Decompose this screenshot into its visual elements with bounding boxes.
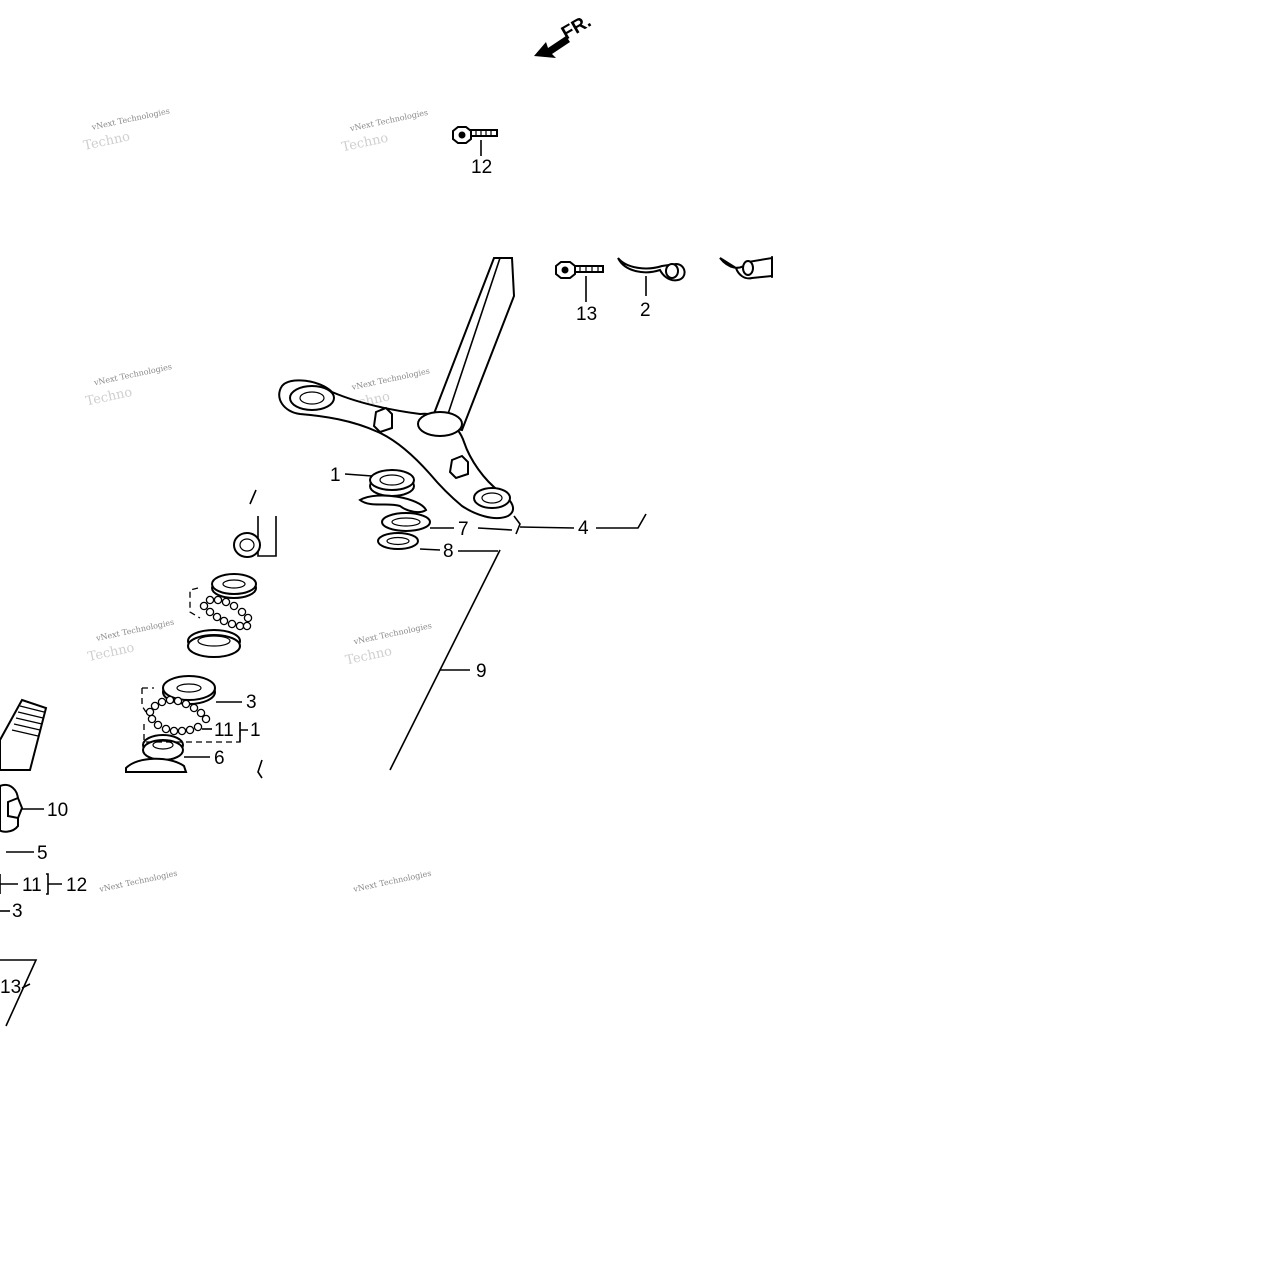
clamp-fragment-icon	[719, 256, 773, 280]
callout-6: 6	[214, 748, 225, 769]
callout-12: 12	[471, 157, 492, 178]
callout-7: 7	[458, 519, 469, 540]
bottom-bridge-icon	[278, 379, 515, 520]
watermark-text: vNext Technologies	[94, 618, 175, 644]
watermarks: vNext Technologies Techno vNext Technolo…	[82, 106, 433, 669]
steering-stem-icon	[428, 257, 516, 432]
watermark-text: Techno	[344, 644, 393, 669]
lower-bearing-stack-icon	[125, 675, 241, 773]
callout-2: 2	[640, 300, 651, 321]
callout-3: 3	[12, 901, 23, 922]
callout-3: 3	[246, 692, 257, 713]
watermark-text: vNext Technologies	[350, 366, 431, 392]
callout-13: 12	[66, 875, 87, 896]
watermark-text: vNext Technologies	[90, 106, 171, 132]
callout-1: 1	[250, 720, 261, 741]
callout-12: 13	[576, 304, 597, 325]
upper-bearing-stack-icon	[187, 489, 277, 658]
callout-11: 11	[22, 875, 42, 896]
dust-seal-7-icon	[358, 494, 431, 532]
front-direction-arrow-icon: FR.	[534, 11, 595, 58]
watermark-text: vNext Technologies	[352, 621, 433, 647]
callout-8: 8	[443, 541, 454, 562]
washer-8-icon	[377, 532, 419, 550]
watermark-text: Techno	[84, 385, 133, 410]
callout-5: 5	[37, 843, 48, 864]
stem-shaft-icon	[0, 698, 48, 833]
watermark-text: Techno	[340, 131, 389, 156]
watermark-text: vNext Technologies	[348, 108, 429, 134]
watermark-text: vNext Technologies	[352, 869, 433, 895]
bearing-1-icon	[369, 469, 415, 497]
watermark-text: vNext Technologies	[92, 362, 173, 388]
callout-10: 10	[47, 800, 68, 821]
bolt-12-top-icon	[452, 126, 498, 156]
callout-1: 1	[330, 465, 341, 486]
callout-9: 9	[476, 661, 487, 682]
callout-11: 11	[214, 720, 234, 741]
callout-13: 13	[0, 977, 21, 998]
watermark-text: Techno	[86, 640, 135, 665]
bolt-12-right-icon	[555, 261, 604, 302]
watermark-text: vNext Technologies	[98, 869, 179, 895]
bracket-2-icon	[617, 257, 686, 296]
callout-4: 4	[578, 518, 589, 539]
watermark-text: Techno	[82, 129, 131, 154]
